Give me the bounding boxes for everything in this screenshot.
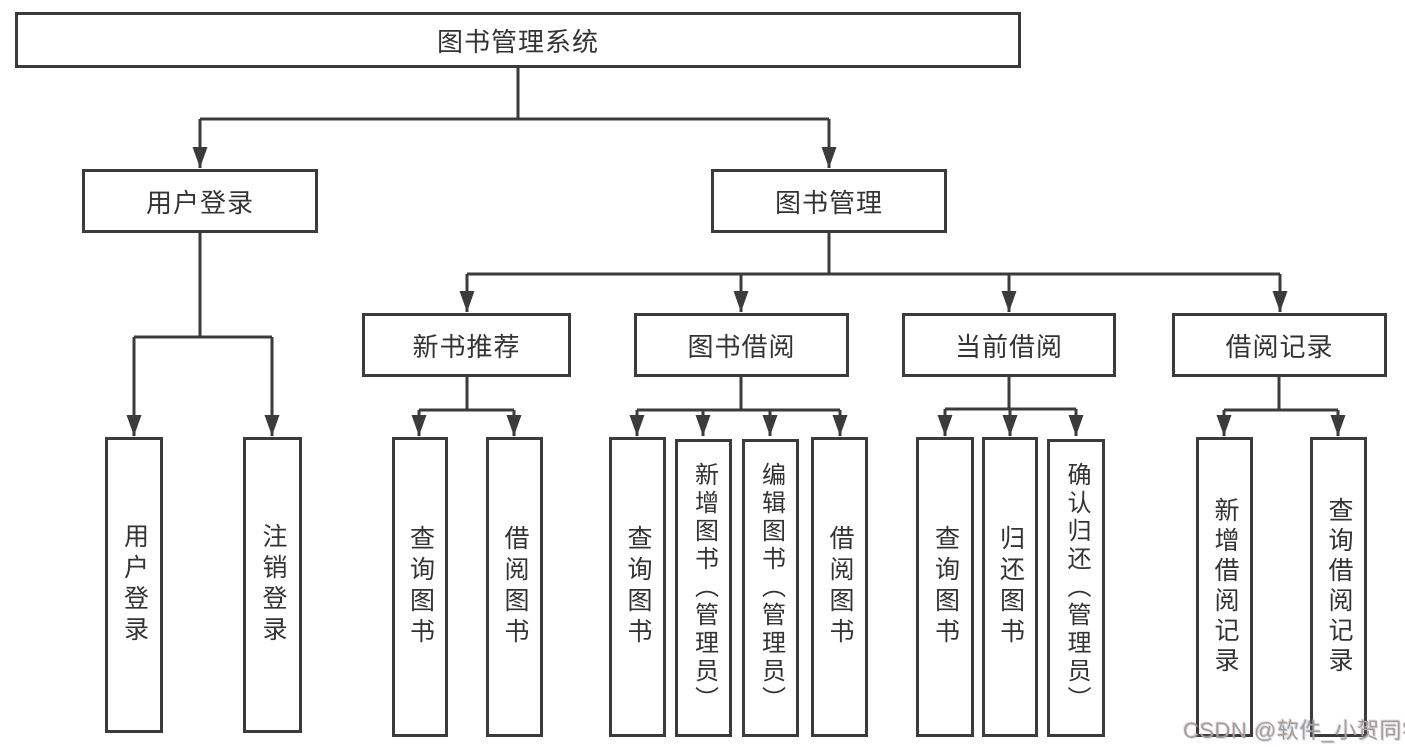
leaf-borrow-books-2-label: 借阅图书 (826, 525, 854, 649)
leaf-query-books-3: 查询图书 (916, 437, 974, 737)
node-current-borrowing: 当前借阅 (902, 313, 1116, 377)
leaf-user-login: 用户登录 (105, 437, 163, 733)
leaf-return-book: 归还图书 (982, 437, 1038, 737)
leaf-borrow-books-1-label: 借阅图书 (501, 525, 529, 649)
leaf-add-borrow-record-label: 新增借阅记录 (1211, 497, 1239, 677)
leaf-query-books-3-label: 查询图书 (931, 525, 960, 649)
leaf-query-books-2-label: 查询图书 (624, 525, 652, 649)
leaf-logout: 注销登录 (243, 437, 302, 733)
node-user-login: 用户登录 (82, 169, 318, 233)
leaf-borrow-books-2: 借阅图书 (811, 437, 868, 737)
connector-trunks (134, 68, 1338, 412)
leaf-return-book-label: 归还图书 (996, 525, 1025, 649)
leaf-query-borrow-record-label: 查询借阅记录 (1325, 497, 1353, 677)
leaf-user-login-label: 用户登录 (120, 523, 149, 647)
leaf-confirm-return-admin-label: 确认归还（管理员） (1063, 462, 1090, 714)
leaf-edit-book-admin: 编辑图书（管理员） (742, 439, 799, 737)
node-book-management: 图书管理 (711, 169, 947, 233)
leaf-logout-label: 注销登录 (259, 523, 287, 647)
leaf-add-book-admin: 新增图书（管理员） (675, 439, 732, 737)
node-borrowing-records: 借阅记录 (1172, 313, 1387, 377)
node-library-system: 图书管理系统 (15, 12, 1021, 68)
leaf-query-books-2: 查询图书 (609, 437, 666, 737)
csdn-watermark: CSDN @软件_小贺同学 (1183, 718, 1405, 743)
leaf-query-books-1: 查询图书 (392, 437, 448, 737)
leaf-query-borrow-record: 查询借阅记录 (1310, 437, 1367, 737)
leaf-edit-book-admin-label: 编辑图书（管理员） (757, 462, 785, 714)
leaf-borrow-books-1: 借阅图书 (486, 437, 543, 737)
leaf-add-book-admin-label: 新增图书（管理员） (690, 462, 718, 714)
leaf-confirm-return-admin: 确认归还（管理员） (1047, 439, 1105, 737)
node-new-book-recommend: 新书推荐 (362, 313, 571, 377)
leaf-add-borrow-record: 新增借阅记录 (1196, 437, 1253, 737)
node-book-borrowing: 图书借阅 (634, 313, 849, 377)
leaf-query-books-1-label: 查询图书 (406, 525, 435, 649)
